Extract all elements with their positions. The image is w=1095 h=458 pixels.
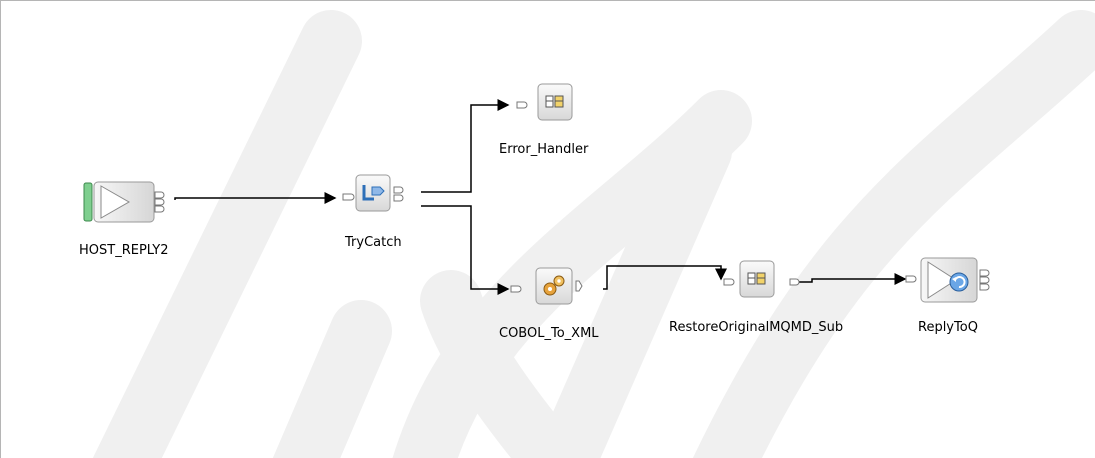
node-label: RestoreOriginalMQMD_Sub [669, 320, 844, 335]
mq-reply-icon [905, 257, 990, 303]
connection-trycatch-to-error-handler[interactable] [421, 99, 510, 193]
node-reply-to-q[interactable]: ReplyToQ [901, 255, 1011, 341]
connection-restore-to-replytoq[interactable] [798, 273, 907, 285]
node-label: HOST_REPLY2 [79, 243, 169, 258]
mq-input-icon [83, 181, 165, 223]
node-host-reply2[interactable]: HOST_REPLY2 [79, 177, 179, 267]
connection-host-to-trycatch[interactable] [174, 192, 337, 204]
mapping-icon [510, 267, 583, 305]
node-cobol-to-xml[interactable]: COBOL_To_XML [499, 265, 629, 351]
node-error-handler[interactable]: Error_Handler [499, 81, 609, 165]
connection-trycatch-to-cobol[interactable] [421, 205, 510, 295]
node-trycatch[interactable]: TryCatch [335, 173, 425, 257]
node-label: TryCatch [345, 235, 402, 250]
subflow-icon [516, 83, 573, 121]
node-label: Error_Handler [499, 142, 589, 157]
node-label: COBOL_To_XML [499, 326, 599, 341]
try-catch-icon [342, 174, 404, 212]
node-restore-original-mqmd[interactable]: RestoreOriginalMQMD_Sub [669, 259, 869, 345]
connection-cobol-to-restore[interactable] [603, 265, 727, 290]
node-label: ReplyToQ [918, 320, 978, 335]
subflow-icon [723, 260, 800, 298]
